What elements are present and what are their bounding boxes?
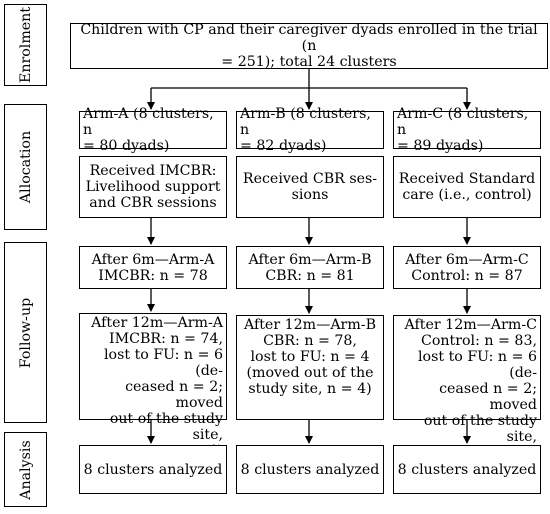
stage-followup-label: Follow-up [17, 297, 34, 368]
arm-c-allocation-box: Arm-C (8 clusters, n = 89 dyads) [393, 106, 541, 154]
arm-a-analysis-box: 8 clusters analyzed [79, 445, 227, 494]
stage-allocation: Allocation [4, 104, 47, 230]
arm-a-intervention-box: Received IMCBR: Livelihood support and C… [79, 156, 227, 218]
arm-b-6m-box: After 6m—Arm-B CBR: n = 81 [236, 246, 384, 289]
stage-analysis-label: Analysis [17, 439, 34, 500]
arm-b-analysis-box: 8 clusters analyzed [236, 445, 384, 494]
arm-c-analysis-box: 8 clusters analyzed [393, 445, 541, 494]
arm-c-6m-box: After 6m—Arm-C Control: n = 87 [393, 246, 541, 289]
arm-b-allocation-box: Arm-B (8 clusters, n = 82 dyads) [236, 106, 384, 154]
arm-b-intervention-box: Received CBR ses- sions [236, 156, 384, 218]
stage-analysis: Analysis [4, 432, 47, 507]
arm-c-intervention-box: Received Standard care (i.e., control) [393, 156, 541, 218]
arm-a-allocation-box: Arm-A (8 clusters, n = 80 dyads) [79, 106, 227, 154]
enrolled-box: Children with CP and their caregiver dya… [70, 22, 548, 70]
arm-b-12m-box: After 12m—Arm-B CBR: n = 78, lost to FU:… [236, 315, 384, 420]
arm-c-12m-box: After 12m—Arm-C Control: n = 83, lost to… [393, 315, 541, 461]
stage-enrolment-label: Enrolment [17, 6, 34, 84]
stage-allocation-label: Allocation [17, 130, 34, 204]
stage-followup: Follow-up [4, 242, 47, 423]
arm-a-12m-box: After 12m—Arm-A IMCBR: n = 74, lost to F… [79, 313, 227, 459]
stage-enrolment: Enrolment [4, 4, 47, 86]
arm-a-6m-box: After 6m—Arm-A IMCBR: n = 78 [79, 246, 227, 289]
